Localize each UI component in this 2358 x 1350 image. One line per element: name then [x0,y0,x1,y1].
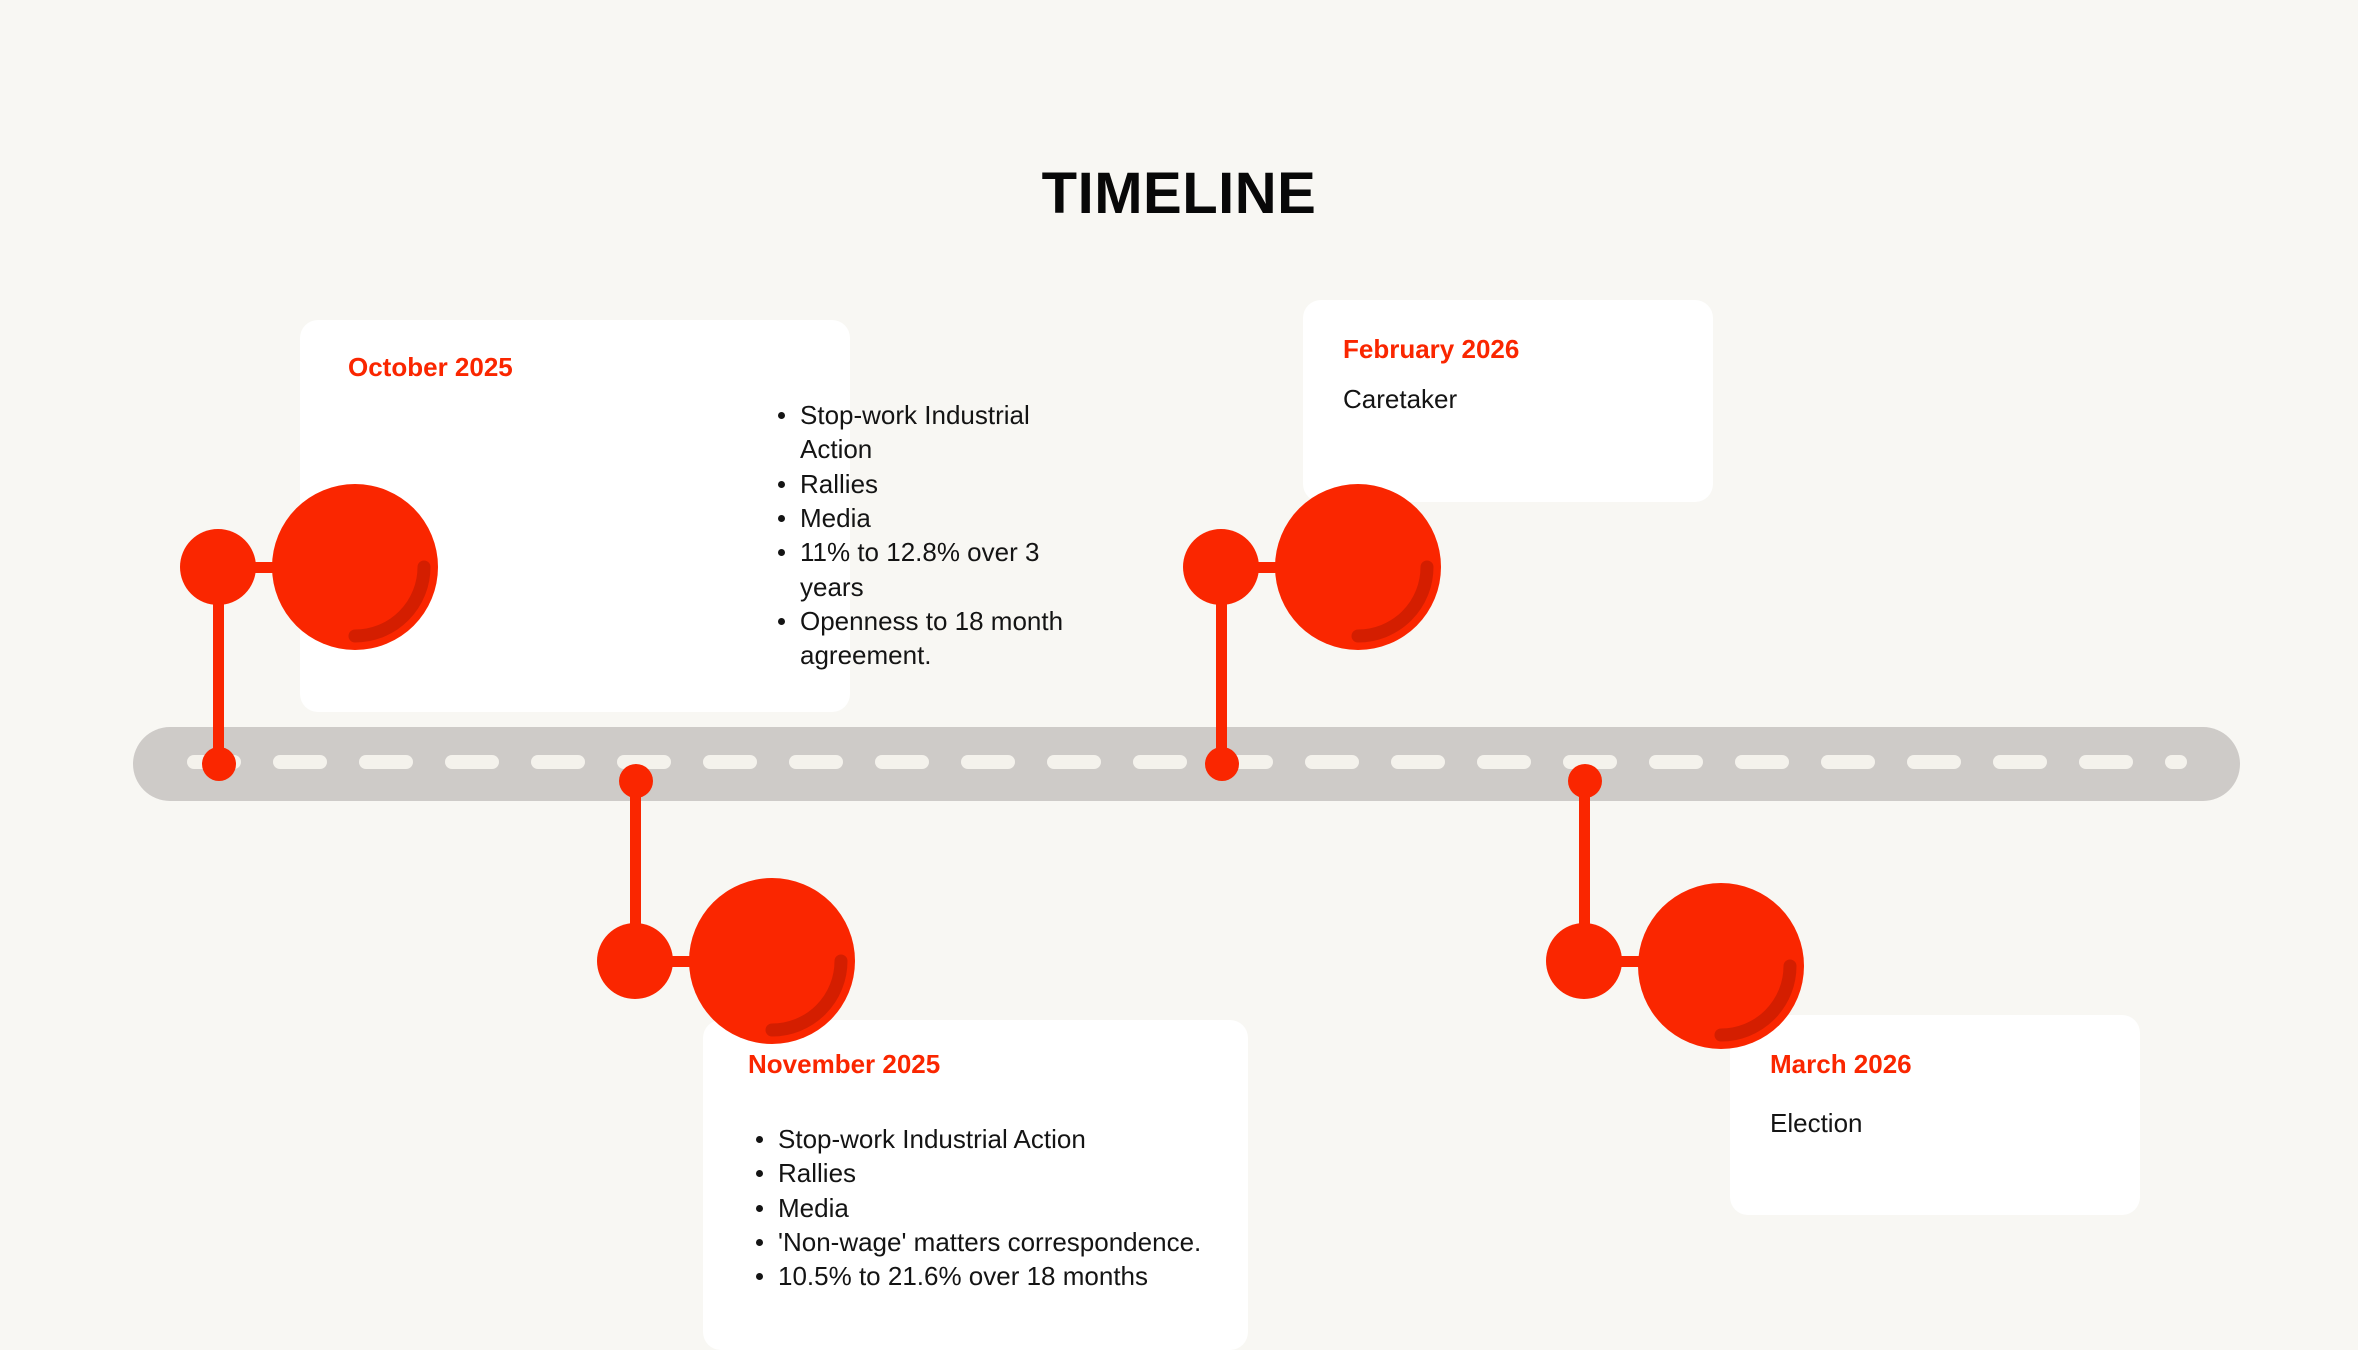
marker-stem [213,567,224,759]
list-item: Media [748,1191,1228,1225]
list-item: Rallies [770,467,1070,501]
milestone-bullet-list-october-2025: Stop-work Industrial Action Rallies Medi… [770,398,1070,673]
circle-shine-icon [272,484,438,650]
list-item: Stop-work Industrial Action [748,1122,1228,1156]
list-item: 10.5% to 21.6% over 18 months [748,1259,1228,1293]
axis-dash [1133,755,1187,769]
marker-large-circle-icon [689,878,855,1044]
list-item: 'Non-wage' matters correspondence. [748,1225,1228,1259]
axis-dash [789,755,843,769]
list-item: Stop-work Industrial Action [770,398,1070,467]
axis-dash [359,755,413,769]
axis-dash [875,755,929,769]
marker-large-circle-icon [1638,883,1804,1049]
list-item: Rallies [748,1156,1228,1190]
axis-dash [1735,755,1789,769]
axis-dash [2079,755,2133,769]
milestone-date-february-2026: February 2026 [1343,334,1520,364]
marker-medium-circle-icon [1546,923,1622,999]
marker-large-circle-icon [1275,484,1441,650]
circle-shine-icon [689,878,855,1044]
page-title: TIMELINE [1041,161,1317,226]
axis-dash [703,755,757,769]
milestone-body-march-2026: Election [1770,1108,1863,1138]
marker-medium-circle-icon [1183,529,1259,605]
axis-dash [2165,755,2187,769]
timeline-axis-dashes [187,755,2187,769]
milestone-bullet-list-november-2025: Stop-work Industrial Action Rallies Medi… [748,1122,1228,1294]
marker-stem [1579,781,1590,961]
axis-dash [1993,755,2047,769]
axis-dash [1821,755,1875,769]
axis-dash [1477,755,1531,769]
circle-shine-icon [1275,484,1441,650]
axis-dash [273,755,327,769]
marker-large-circle-icon [272,484,438,650]
axis-dash [961,755,1015,769]
axis-dash [1305,755,1359,769]
marker-connector [1255,562,1285,573]
axis-dash [1391,755,1445,769]
marker-medium-circle-icon [180,529,256,605]
axis-dash [1649,755,1703,769]
marker-connector [1618,956,1648,967]
axis-dash [1047,755,1101,769]
milestone-body-february-2026: Caretaker [1343,384,1458,414]
list-item: Media [770,501,1070,535]
milestone-date-november-2025: November 2025 [748,1049,941,1079]
circle-shine-icon [1638,883,1804,1049]
list-item: 11% to 12.8% over 3 years [770,535,1070,604]
marker-connector [252,562,282,573]
milestone-date-october-2025: October 2025 [348,352,513,382]
marker-stem [630,781,641,961]
axis-dash [531,755,585,769]
milestone-card-february-2026[interactable]: February 2026 Caretaker [1303,300,1713,502]
axis-dash [1907,755,1961,769]
milestone-card-march-2026[interactable]: March 2026 Election [1730,1015,2140,1215]
marker-connector [669,956,699,967]
axis-dash [445,755,499,769]
marker-medium-circle-icon [597,923,673,999]
marker-stem [1216,567,1227,759]
milestone-card-november-2025[interactable]: November 2025 Stop-work Industrial Actio… [703,1020,1248,1350]
list-item: Openness to 18 month agreement. [770,604,1070,673]
milestone-date-march-2026: March 2026 [1770,1049,1912,1079]
